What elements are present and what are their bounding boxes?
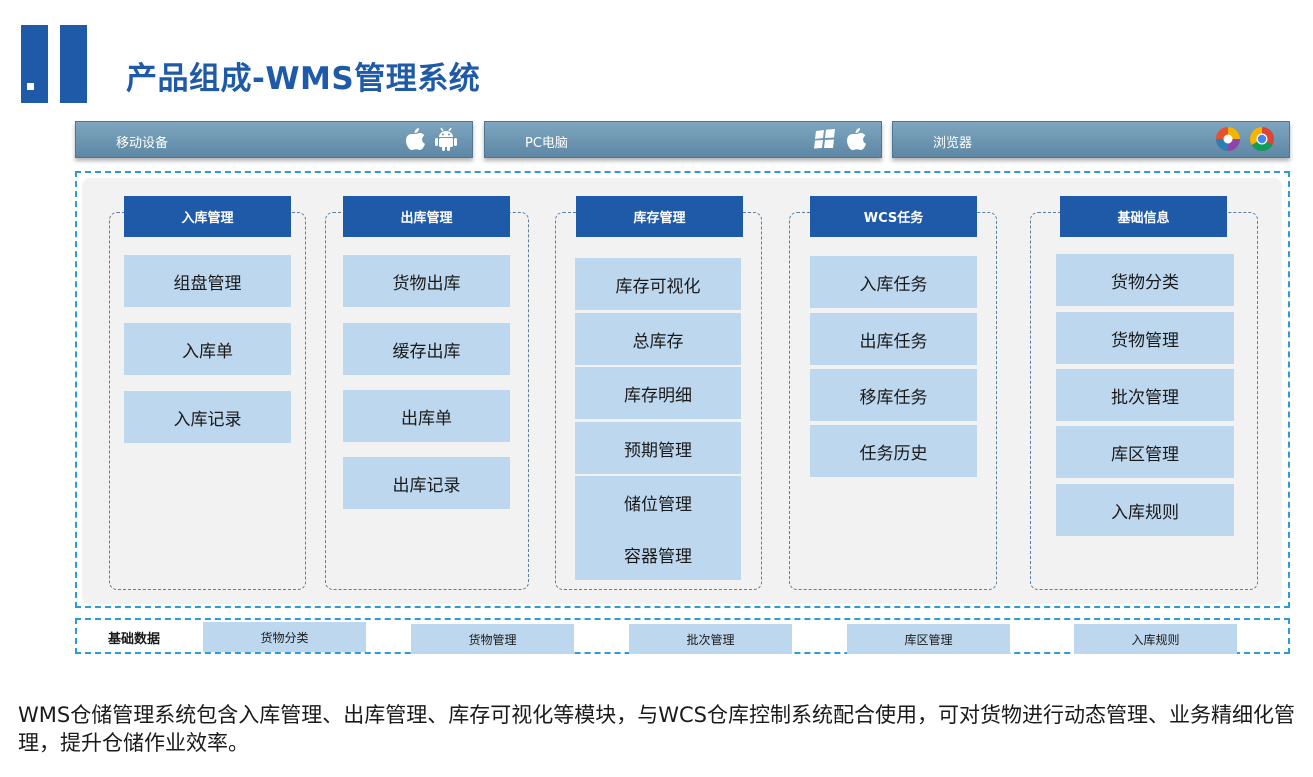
module-title-outbound: 出库管理 <box>343 196 510 237</box>
module-item: 任务历史 <box>810 425 977 477</box>
base-data-item: 货物管理 <box>411 624 574 654</box>
module-item: 货物管理 <box>1056 312 1234 364</box>
firefox-icon <box>1216 127 1240 151</box>
apple-icon <box>406 128 425 150</box>
module-item: 库区管理 <box>1056 426 1234 478</box>
module-item: 总库存 <box>575 313 741 365</box>
module-item: 入库规则 <box>1056 484 1234 536</box>
module-title-basic-info: 基础信息 <box>1060 196 1227 237</box>
logo-bar-right <box>60 25 87 103</box>
module-item: 出库单 <box>343 390 510 442</box>
base-data-label: 基础数据 <box>108 632 161 647</box>
module-item: 容器管理 <box>575 528 741 580</box>
apple-icon <box>847 128 866 150</box>
module-item: 预期管理 <box>575 422 741 474</box>
logo-dot <box>27 83 34 90</box>
module-title-inbound: 入库管理 <box>124 196 291 237</box>
module-item: 入库任务 <box>810 256 977 308</box>
base-data-item: 批次管理 <box>629 624 792 654</box>
base-data-item: 入库规则 <box>1074 624 1237 654</box>
device-label: 浏览器 <box>933 136 973 151</box>
logo-bar-left <box>21 25 48 103</box>
module-item: 入库单 <box>124 323 291 375</box>
description-text: WMS仓储管理系统包含入库管理、出库管理、库存可视化等模块，与WCS仓库控制系统… <box>18 703 1295 755</box>
android-icon <box>435 127 457 151</box>
module-item: 货物出库 <box>343 255 510 307</box>
chrome-icon <box>1249 127 1274 152</box>
module-item: 库存可视化 <box>575 258 741 310</box>
module-item: 组盘管理 <box>124 255 291 307</box>
device-label: PC电脑 <box>525 136 568 151</box>
base-data-item: 库区管理 <box>847 624 1010 654</box>
windows-icon <box>814 129 835 149</box>
module-item: 移库任务 <box>810 369 977 421</box>
module-item: 批次管理 <box>1056 369 1234 421</box>
device-bar-browser: 浏览器 <box>892 121 1290 158</box>
device-bar-pc: PC电脑 <box>484 121 882 158</box>
module-item: 缓存出库 <box>343 323 510 375</box>
device-bar-mobile: 移动设备 <box>75 121 473 158</box>
modules-frame <box>75 171 1290 608</box>
device-label: 移动设备 <box>116 136 169 151</box>
page-title: 产品组成-WMS管理系统 <box>126 61 481 97</box>
module-item: 储位管理 <box>575 476 741 528</box>
module-item: 入库记录 <box>124 391 291 443</box>
module-title-inventory: 库存管理 <box>576 196 743 237</box>
module-item: 库存明细 <box>575 367 741 419</box>
module-item: 出库记录 <box>343 457 510 509</box>
module-title-wcs: WCS任务 <box>810 196 977 237</box>
base-data-item: 货物分类 <box>203 622 366 652</box>
module-item: 出库任务 <box>810 313 977 365</box>
module-item: 货物分类 <box>1056 254 1234 306</box>
